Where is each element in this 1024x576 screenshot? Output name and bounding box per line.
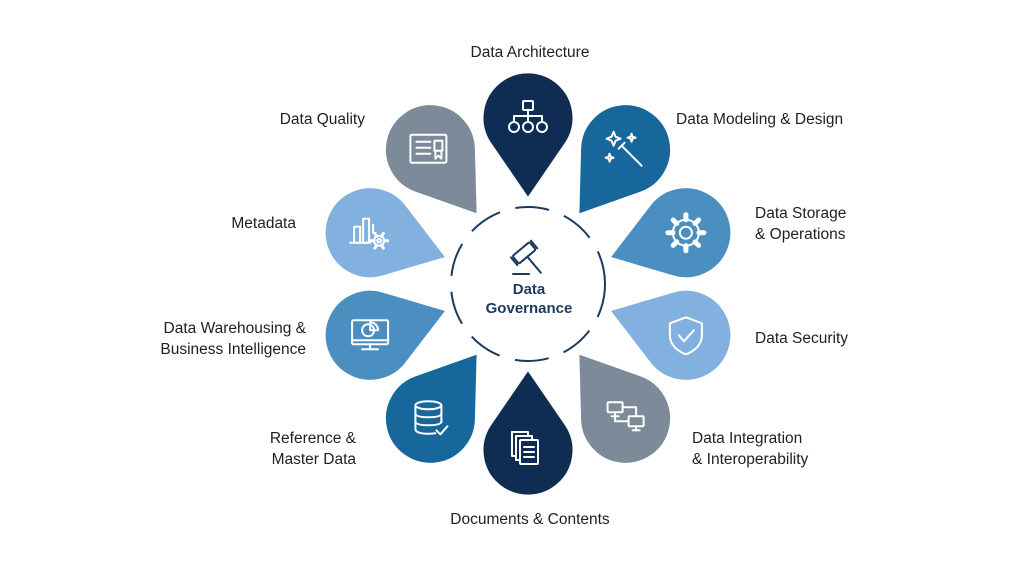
petal-architecture	[478, 68, 578, 204]
label-data-security: Data Security	[755, 330, 849, 347]
label-documents-contents: Documents & Contents	[450, 511, 610, 528]
database-check-icon	[414, 400, 449, 436]
certificate-icon	[409, 133, 448, 164]
petal-reference	[380, 348, 482, 468]
petal-warehousing	[320, 285, 452, 385]
chart-gear-icon	[349, 217, 390, 250]
label-data-warehousing-bi: Data Warehousing & Business Intelligence	[160, 320, 306, 358]
label-reference-master-data: Reference & Master Data	[269, 430, 356, 468]
shield-check-icon	[668, 316, 703, 356]
magic-wand-icon	[604, 130, 643, 167]
gavel-icon	[509, 239, 542, 275]
label-data-architecture: Data Architecture	[470, 44, 590, 61]
gear-icon	[665, 212, 707, 254]
label-data-quality: Data Quality	[279, 111, 365, 128]
network-computers-icon	[606, 401, 645, 432]
center-title-line1: Data	[513, 281, 546, 298]
monitor-chart-icon	[351, 319, 390, 351]
label-data-storage-operations: Data Storage & Operations	[755, 205, 847, 243]
petal-modeling	[574, 100, 676, 220]
label-data-integration-interoperability: Data Integration & Interoperability	[692, 430, 809, 468]
petal-quality	[380, 100, 482, 220]
petal-metadata	[320, 183, 452, 283]
documents-icon	[511, 431, 539, 465]
center-dashed-ring	[450, 206, 606, 362]
petals-layer	[320, 68, 736, 500]
center-title-line2: Governance	[486, 300, 573, 317]
hierarchy-icon	[508, 100, 548, 133]
label-metadata: Metadata	[231, 215, 296, 232]
label-data-modeling-design: Data Modeling & Design	[676, 111, 844, 128]
